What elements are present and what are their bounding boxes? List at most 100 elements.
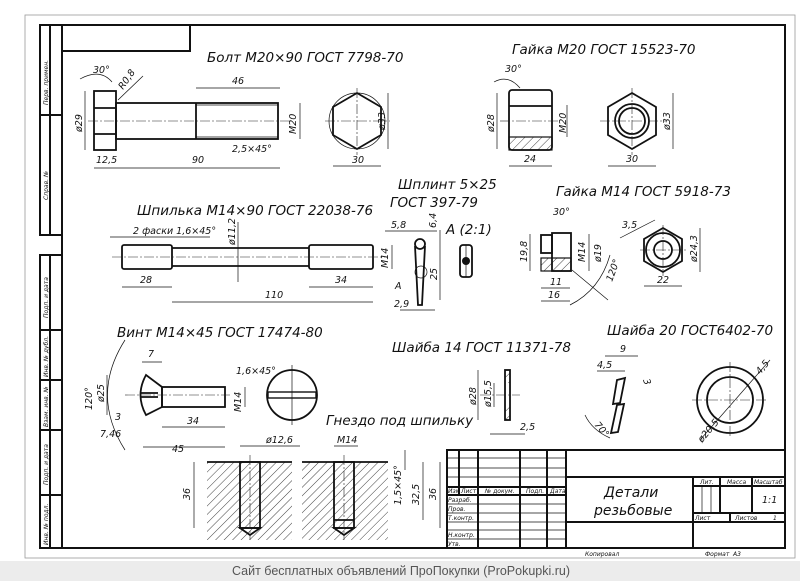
nut-m14-title: Гайка М14 ГОСТ 5918-73 (556, 184, 731, 200)
dimension-label: 30° (505, 64, 522, 75)
strip-label: Инв. № дубл. (43, 336, 50, 377)
dimension-label: Листов (734, 515, 758, 522)
dimension-label: 30 (626, 154, 638, 165)
dimension-label: 16 (548, 290, 560, 301)
dimension-label: Лист (460, 488, 477, 495)
bolt-title: Болт М20×90 ГОСТ 7798-70 (207, 50, 403, 66)
drawing-name-line1: Детали (603, 485, 658, 501)
washer-20-title: Шайба 20 ГОСТ6402-70 (607, 323, 773, 339)
dimension-label: 2 фаски 1,6×45° (133, 226, 216, 237)
dimension-label: 110 (265, 290, 283, 301)
dimension-label: 28 (140, 275, 152, 286)
dimension-label: 6,4 (428, 213, 439, 228)
nut-m20-title: Гайка М20 ГОСТ 15523-70 (512, 42, 696, 58)
dimension-label: 34 (187, 416, 199, 427)
dimension-label: Дата (549, 488, 566, 495)
dimension-label: Формат (705, 551, 730, 558)
dimension-label: ø25 (96, 384, 107, 403)
strip-label: Перв. примен. (43, 60, 50, 105)
dimension-label: 3,5 (622, 220, 637, 231)
nut-m20-drawing: Гайка М20 ГОСТ 15523-70 30° ø28 М20 24 3… (486, 42, 696, 167)
side-strip: Перв. примен. Справ. № Подп. и дата Инв.… (39, 24, 63, 549)
dimension-label: 46 (232, 76, 244, 87)
dimension-label: А3 (732, 551, 741, 558)
bolt-drawing: Болт М20×90 ГОСТ 7798-70 30° R0,8 46 ø29… (74, 50, 403, 169)
dimension-label: М14 (380, 248, 391, 268)
dimension-label: Утв. (448, 541, 461, 548)
dimension-label: 22 (657, 275, 669, 286)
socket-title: Гнездо под шпильку (326, 413, 474, 429)
strip-label: Взам. инв. № (43, 386, 50, 427)
dimension-label: Н.контр. (448, 532, 475, 539)
dimension-label: ø33 (377, 112, 388, 131)
dimension-label: ø33 (662, 112, 673, 131)
dimension-label: 24 (524, 154, 536, 165)
dimension-label: М14 (233, 392, 244, 412)
dimension-label: R0,8 (116, 68, 137, 92)
outer-trim-frame (24, 14, 796, 559)
dimension-label: 1,6×45° (236, 366, 276, 377)
dimension-label: Т.контр. (448, 515, 474, 522)
dimension-label: 1,5×45° (393, 465, 404, 505)
drawing-name-line2: резьбовые (593, 503, 672, 519)
dimension-label: 9 (620, 344, 626, 355)
dimension-label: 120° (84, 387, 95, 410)
nut-m14-drawing: Гайка М14 ГОСТ 5918-73 30° 19,8 М14 ø19 … (519, 184, 731, 306)
strip-label: Справ. № (43, 171, 50, 200)
dimension-label: ø29 (74, 114, 85, 133)
stud-drawing: Шпилька М14×90 ГОСТ 22038-76 2 фаски 1,6… (110, 203, 393, 303)
screw-title: Винт М14×45 ГОСТ 17474-80 (117, 325, 323, 341)
dimension-label: 5,8 (391, 220, 406, 231)
dimension-label: 30° (553, 207, 570, 218)
dimension-label: Разраб. (448, 497, 472, 504)
dimension-label: 3 (115, 412, 121, 423)
dimension-label: Лит. (699, 479, 714, 486)
dimension-label: 36 (182, 488, 193, 500)
socket-drawing: Гнездо под шпильку ø12,6 М14 36 1,5×45° … (182, 413, 474, 540)
dimension-label: ø28 (486, 114, 497, 133)
dimension-label: Лист (694, 515, 711, 522)
pin-title-1: Шплинт 5×25 (398, 177, 497, 193)
dimension-label: 120° (604, 258, 622, 283)
dimension-label: ø11,2 (227, 218, 238, 246)
dimension-label: 45 (172, 444, 184, 455)
stud-title: Шпилька М14×90 ГОСТ 22038-76 (137, 203, 373, 219)
screw-drawing: Винт М14×45 ГОСТ 17474-80 120° 7 ø25 3 7… (84, 325, 323, 455)
dimension-label: 32,5 (411, 484, 422, 505)
pin-title-2: ГОСТ 397-79 (390, 195, 478, 211)
strip-label: Подп. и дата (43, 277, 50, 318)
dimension-label: 2,5 (520, 422, 535, 433)
dimension-label: А (2:1) (445, 222, 492, 238)
dimension-label: 90 (192, 155, 204, 166)
dimension-label: 11 (550, 277, 562, 288)
dimension-label: М20 (288, 114, 299, 134)
cotter-pin-drawing: Шплинт 5×25 ГОСТ 397-79 5,8 6,4 25 А 2,9… (385, 177, 497, 311)
dimension-label: 30 (352, 155, 364, 166)
dimension-label: 34 (335, 275, 347, 286)
watermark-bar: Сайт бесплатных объявлений ПроПокупки (P… (0, 561, 800, 581)
dimension-label: ø24,3 (689, 235, 700, 263)
dimension-label: ø15,5 (483, 380, 494, 408)
dimension-label: А (394, 281, 402, 292)
dimension-label: М14 (337, 435, 357, 446)
dimension-label: 7 (148, 349, 154, 360)
dimension-label: 19,8 (519, 241, 530, 262)
dimension-label: 30° (93, 65, 110, 76)
dimension-label: Подп. (526, 488, 544, 495)
strip-label: Инв. № подл. (43, 504, 50, 545)
dimension-label: 12,5 (96, 155, 117, 166)
dimension-label: М20 (558, 113, 569, 133)
dimension-label: Копировал (585, 551, 619, 558)
dimension-label: 1 (773, 515, 777, 522)
dimension-label: 2,9 (394, 299, 409, 310)
dimension-label: № докум. (484, 488, 515, 495)
washer-14-title: Шайба 14 ГОСТ 11371-78 (392, 340, 571, 356)
dimension-label: М14 (577, 242, 588, 262)
title-block: Изм Лист № докум. Подп. Дата Разраб. Про… (446, 449, 786, 558)
strip-label: Подп. и дата (43, 444, 50, 485)
washer-20-drawing: Шайба 20 ГОСТ6402-70 9 4,5 3 70° ø20,5 4… (584, 323, 773, 446)
washer-14-drawing: Шайба 14 ГОСТ 11371-78 ø28 ø15,5 2,5 (392, 340, 571, 435)
dimension-label: ø28 (468, 387, 479, 406)
dimension-label: 2,5×45° (232, 144, 272, 155)
dimension-label: Изм (448, 488, 461, 495)
